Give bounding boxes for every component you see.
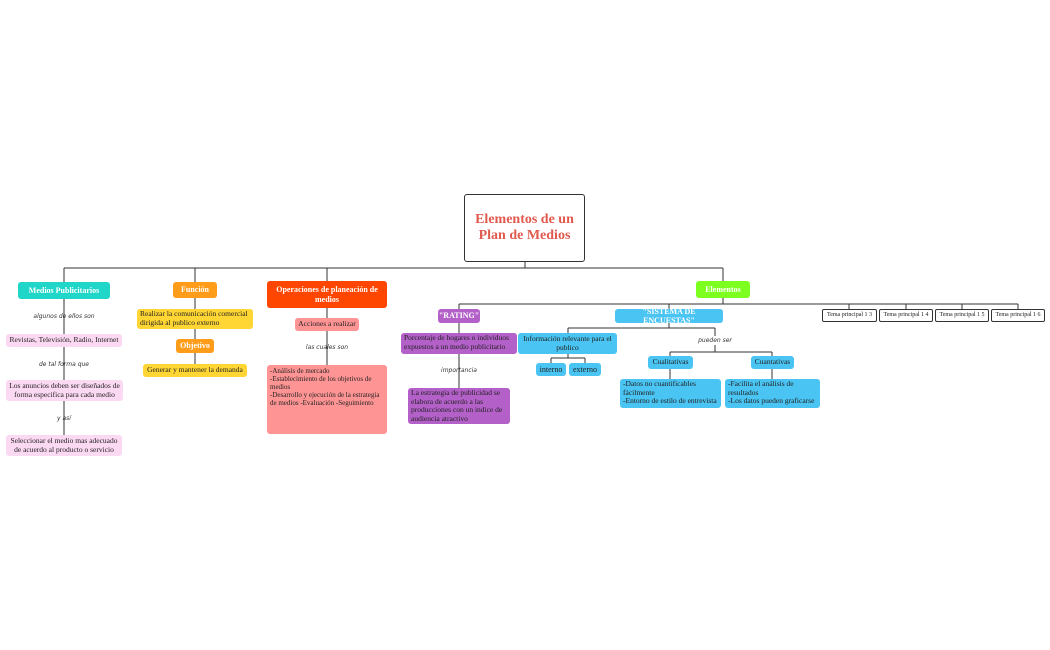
rating-topic[interactable]: "RATING" xyxy=(438,309,480,323)
sistema-encuestas-topic[interactable]: "SISTEMA DE ENCUESTAS" xyxy=(615,306,723,325)
sistema-info-text: Información relevante para el publico xyxy=(523,333,612,352)
rating-title: "RATING" xyxy=(438,311,480,321)
cuantativas-topic[interactable]: Cuantativas xyxy=(751,356,794,369)
rating-item-1-text: Porcentaje de hogares o individuos expue… xyxy=(404,333,509,351)
medios-item-2[interactable]: Los anuncios deben ser diseñados de form… xyxy=(6,380,123,401)
interno-text: interno xyxy=(539,364,563,374)
tema-principal-13[interactable]: Tema principal 1 3 xyxy=(822,309,877,322)
cualitativas-topic[interactable]: Cualitativas xyxy=(648,356,693,369)
medios-item-1-text: Revistas, Televisión, Radio, Internet xyxy=(9,335,119,345)
funcion-title: Función xyxy=(180,285,209,295)
acciones-text: Acciones a realizar xyxy=(298,319,356,329)
externo-text: externo xyxy=(573,364,597,374)
funcion-item-1[interactable]: Realizar la comunicación comercial dirig… xyxy=(137,309,253,329)
funcion-item-1-text: Realizar la comunicación comercial dirig… xyxy=(140,309,248,327)
medios-item-3[interactable]: Seleccionar el medio mas adecuado de acu… xyxy=(6,435,122,456)
sistema-interno[interactable]: interno xyxy=(536,363,566,376)
tema-15-text: Tema principal 1 5 xyxy=(939,312,985,319)
rating-label: importancia xyxy=(441,367,477,374)
funcion-item-2-text: Generar y mantener la demanda xyxy=(147,365,243,375)
funcion-item-2[interactable]: Generar y mantener la demanda xyxy=(143,364,247,377)
operaciones-label: las cuales son xyxy=(305,344,349,351)
elementos-topic[interactable]: Elementos xyxy=(696,281,750,298)
medios-label-2: de tal forma que xyxy=(39,361,89,368)
sistema-title: "SISTEMA DE ENCUESTAS" xyxy=(642,306,696,325)
cualitativas-detail[interactable]: -Datos no cuantificables fácilmente -Ent… xyxy=(620,379,721,408)
medios-item-3-text: Seleccionar el medio mas adecuado de acu… xyxy=(10,435,118,454)
cuantativas-text: Cuantativas xyxy=(754,357,791,367)
acciones-topic[interactable]: Acciones a realizar xyxy=(295,318,359,331)
cuantativas-detail-text: -Facilita el análisis de resultados -Los… xyxy=(728,379,815,406)
tema-principal-16[interactable]: Tema principal 1 6 xyxy=(991,309,1045,322)
elementos-title: Elementos xyxy=(705,284,741,294)
sistema-info[interactable]: Información relevante para el publico xyxy=(518,333,617,354)
medios-publicitarios-topic[interactable]: Medios Publicitarios xyxy=(18,282,110,299)
operaciones-list[interactable]: -Análisis de mercado -Establecimiento de… xyxy=(267,365,387,434)
objetivo-topic[interactable]: Objetivo xyxy=(176,339,214,353)
operaciones-title: Operaciones de planeación de medios xyxy=(276,285,378,304)
tema-13-text: Tema principal 1 3 xyxy=(826,312,873,319)
tema-16-text: Tema principal 1 6 xyxy=(995,312,1041,319)
sistema-externo[interactable]: externo xyxy=(569,363,601,376)
cualitativas-detail-text: -Datos no cuantificables fácilmente -Ent… xyxy=(623,379,717,406)
root-title: Elementos de un Plan de Medios xyxy=(475,211,574,243)
medios-item-2-text: Los anuncios deben ser diseñados de form… xyxy=(9,380,120,399)
rating-item-1[interactable]: Porcentaje de hogares o individuos expue… xyxy=(401,333,517,354)
cualitativas-text: Cualitativas xyxy=(652,357,689,367)
objetivo-title: Objetivo xyxy=(180,341,210,351)
medios-label-3: y así xyxy=(57,415,71,422)
rating-item-2[interactable]: La estrategia de publicidad se elabora d… xyxy=(408,388,510,424)
medios-item-1[interactable]: Revistas, Televisión, Radio, Internet xyxy=(6,334,122,347)
rating-item-2-text: La estrategia de publicidad se elabora d… xyxy=(411,388,503,423)
cuantativas-detail[interactable]: -Facilita el análisis de resultados -Los… xyxy=(725,379,820,408)
tema-principal-15[interactable]: Tema principal 1 5 xyxy=(935,309,989,322)
tema-14-text: Tema principal 1 4 xyxy=(883,312,929,319)
root-topic[interactable]: Elementos de un Plan de Medios xyxy=(464,194,585,262)
sistema-label: pueden ser xyxy=(698,337,732,344)
operaciones-topic[interactable]: Operaciones de planeación de medios xyxy=(267,281,387,308)
funcion-topic[interactable]: Función xyxy=(173,282,217,298)
tema-principal-14[interactable]: Tema principal 1 4 xyxy=(879,309,933,322)
medios-title: Medios Publicitarios xyxy=(28,285,100,295)
operaciones-list-text: -Análisis de mercado -Establecimiento de… xyxy=(270,367,380,408)
medios-label-1: algunos de ellos son xyxy=(33,313,95,320)
